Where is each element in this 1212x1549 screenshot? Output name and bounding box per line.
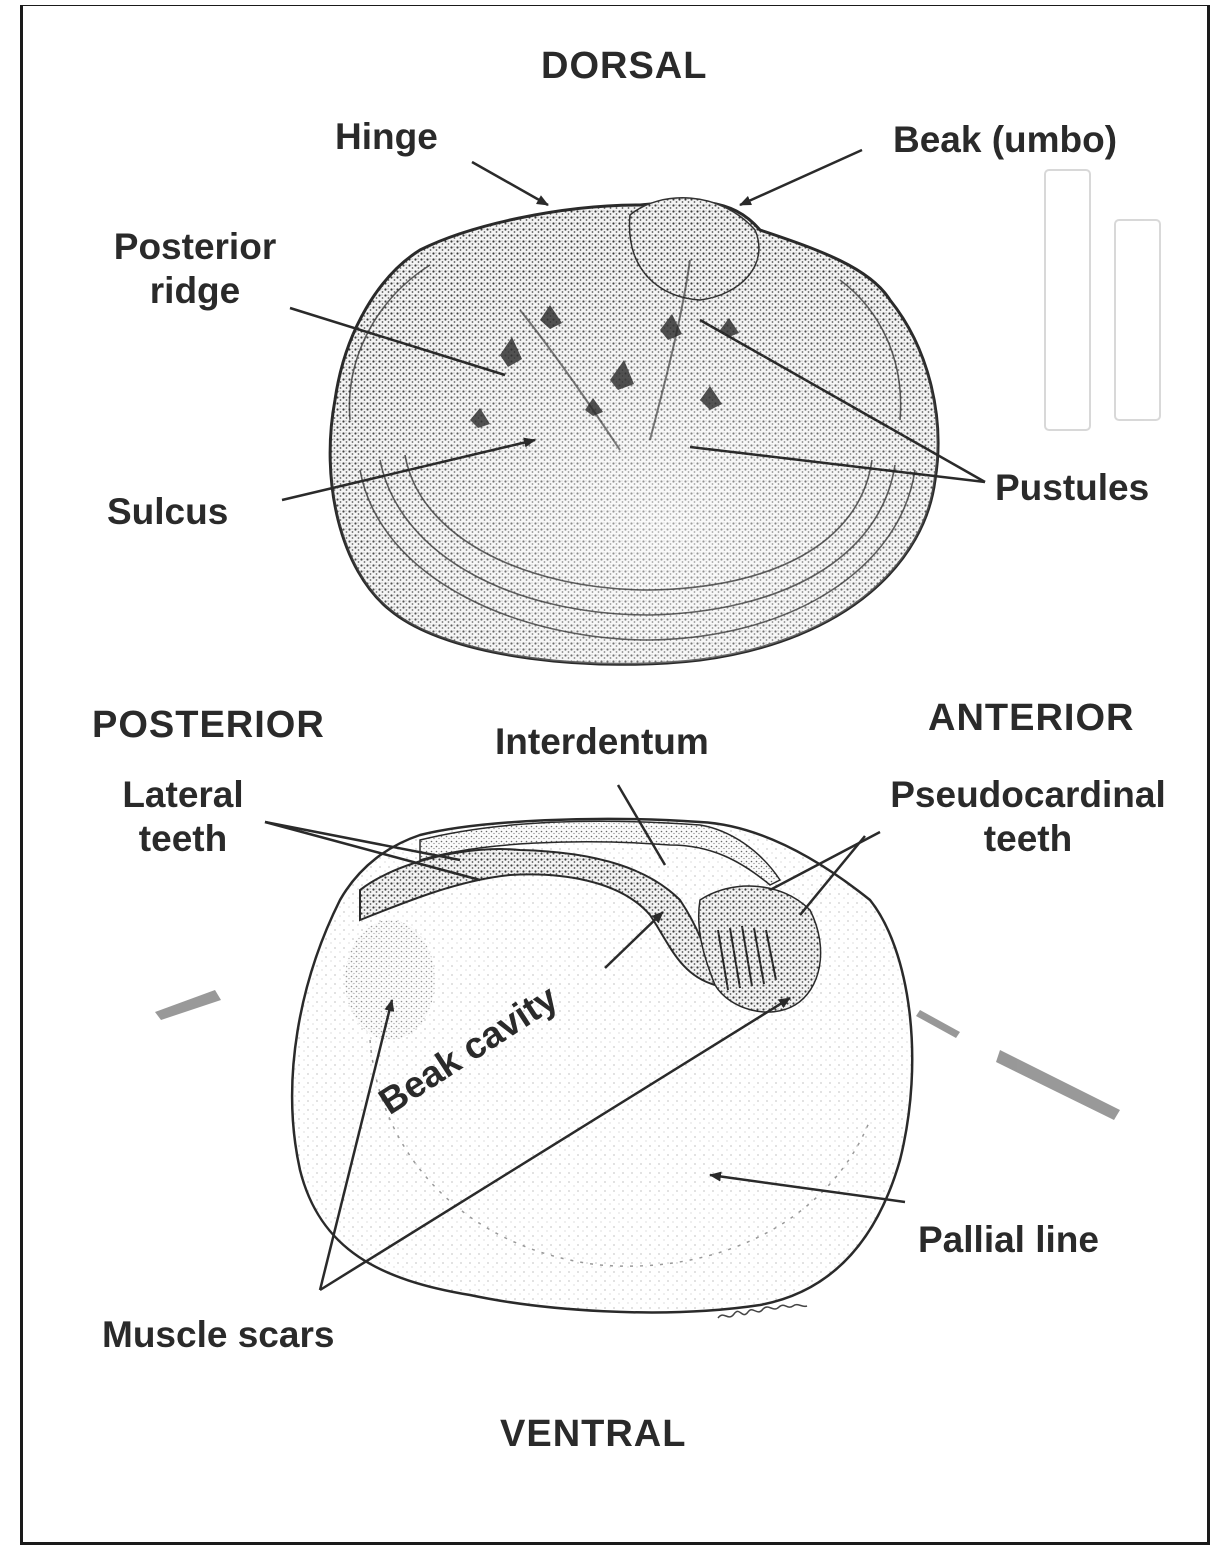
label-anterior: ANTERIOR xyxy=(928,696,1134,740)
received-stamp xyxy=(1045,170,1160,430)
label-hinge: Hinge xyxy=(335,115,438,159)
label-pseudocardinal-teeth: Pseudocardinal teeth xyxy=(858,773,1198,861)
label-pallial-line: Pallial line xyxy=(918,1218,1099,1262)
label-lateral-teeth: Lateral teeth xyxy=(98,773,268,861)
beak-leader xyxy=(740,150,862,205)
label-lateral-teeth-line1: Lateral xyxy=(98,773,268,817)
label-sulcus: Sulcus xyxy=(107,490,228,534)
posterior-muscle-scar xyxy=(345,920,435,1040)
hinge-leader xyxy=(472,162,548,205)
label-ventral: VENTRAL xyxy=(500,1412,686,1456)
label-pseudocardinal-teeth-line1: Pseudocardinal xyxy=(858,773,1198,817)
label-muscle-scars: Muscle scars xyxy=(102,1313,334,1357)
label-pustules: Pustules xyxy=(995,466,1149,510)
label-posterior-ridge-line2: ridge xyxy=(95,269,295,313)
label-dorsal: DORSAL xyxy=(541,44,707,88)
label-beak-umbo: Beak (umbo) xyxy=(893,118,1117,162)
label-interdentum: Interdentum xyxy=(495,720,709,764)
label-pseudocardinal-teeth-line2: teeth xyxy=(858,817,1198,861)
label-posterior-ridge: Posterior ridge xyxy=(95,225,295,313)
label-lateral-teeth-line2: teeth xyxy=(98,817,268,861)
label-posterior: POSTERIOR xyxy=(92,703,325,747)
label-posterior-ridge-line1: Posterior xyxy=(95,225,295,269)
exterior-shell xyxy=(330,198,938,665)
